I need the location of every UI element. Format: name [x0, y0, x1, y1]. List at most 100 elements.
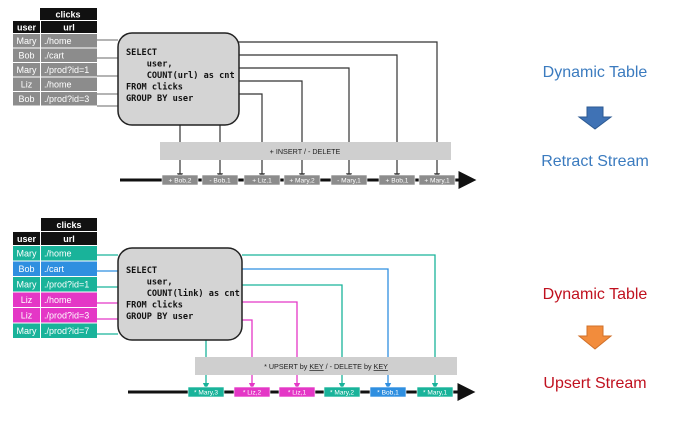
top-down-arrow-icon — [577, 106, 613, 130]
table-row-user-cell — [13, 34, 40, 48]
table-row-url: ./prod?id=1 — [44, 65, 89, 75]
bottom-down-arrow-icon — [577, 325, 613, 350]
top-stream-events: + Bob,2 - Bob,1 + Liz,1 + Mary,2 - Mary,1 + B… — [161, 174, 456, 186]
stream-event-label: * Mary,3 — [194, 389, 218, 396]
top-col-url-bg — [41, 21, 97, 33]
stream-event — [330, 174, 368, 186]
table-row-user: Bob — [18, 94, 34, 104]
stream-event — [201, 174, 239, 186]
bottom-operation-bar — [195, 357, 457, 375]
bottom-section: clicks user url Mary./homeBob./cartMary.… — [13, 218, 648, 401]
stream-event-label: + Mary,2 — [289, 177, 315, 184]
bottom-op-part-1: * UPSERT by — [264, 362, 309, 371]
table-row-url: ./prod?id=7 — [44, 326, 89, 336]
stream-event-label: * Mary,1 — [423, 389, 447, 396]
table-row-user: Liz — [21, 295, 33, 305]
table-row-url-cell — [41, 77, 97, 91]
bottom-stream-events: * Mary,3 * Liz,2 * Liz,1 * Mary,2 * Bob,1 * M… — [187, 386, 454, 398]
table-row-url: ./prod?id=1 — [44, 280, 89, 290]
stream-event-label: - Bob,1 — [209, 177, 231, 184]
bottom-op-key-2: KEY — [374, 362, 389, 371]
top-side-result: Retract Stream — [541, 153, 649, 170]
table-row-url: ./prod?id=3 — [44, 311, 89, 321]
bottom-operation-label: * UPSERT by KEY / - DELETE by KEY — [264, 362, 388, 371]
top-row-connectors — [97, 39, 118, 107]
stream-event-label: - Mary,1 — [337, 177, 361, 184]
stream-event-label: * Liz,2 — [243, 389, 262, 396]
stream-event-label: + Bob,2 — [169, 177, 192, 184]
bottom-table-title: clicks — [56, 220, 81, 230]
top-section: clicks user url Mary./homeBob./cartMary.… — [13, 8, 649, 189]
bottom-clicks-table: clicks user url Mary./homeBob./cartMary.… — [13, 218, 97, 338]
table-row-user: Mary — [17, 326, 37, 336]
stream-event-label: * Bob,1 — [377, 389, 399, 396]
table-row-user-cell — [13, 308, 40, 323]
stream-event — [187, 386, 225, 398]
bottom-op-part-2: / - DELETE by — [324, 362, 374, 371]
table-row-user: Liz — [21, 79, 33, 89]
table-row-user: Bob — [18, 50, 34, 60]
table-row-user: Mary — [17, 65, 37, 75]
table-row-url: ./home — [44, 79, 72, 89]
table-row-url: ./prod?id=3 — [44, 94, 89, 104]
table-row-user-cell — [13, 261, 40, 276]
bottom-side-title: Dynamic Table — [543, 286, 648, 303]
top-side-title: Dynamic Table — [543, 64, 648, 81]
bottom-query-box — [117, 247, 243, 341]
bottom-col-user-bg — [13, 232, 40, 245]
table-row-url-cell — [41, 277, 97, 292]
query-line: SELECT — [126, 266, 157, 276]
table-row-user-cell — [13, 292, 40, 307]
top-col-user-bg — [13, 21, 40, 33]
table-row-url: ./home — [44, 36, 72, 46]
table-row-user: Mary — [17, 36, 37, 46]
bottom-col-url: url — [63, 234, 75, 244]
top-table-title: clicks — [55, 10, 80, 20]
stream-event-label: + Mary,1 — [424, 177, 450, 184]
table-row-user-cell — [13, 63, 40, 77]
query-line: FROM clicks — [126, 82, 183, 93]
query-line: COUNT(link) as cnt — [126, 288, 240, 299]
table-row-user-cell — [13, 323, 40, 338]
query-line: user, — [126, 278, 173, 288]
table-row-url-cell — [41, 92, 97, 106]
top-table-rows: Mary./homeBob./cartMary./prod?id=1Liz./h… — [13, 34, 97, 106]
table-row-user-cell — [13, 277, 40, 292]
table-row-url-cell — [41, 34, 97, 48]
stream-event — [369, 386, 407, 398]
table-row-url: ./cart — [44, 264, 65, 274]
query-line: GROUP BY user — [126, 312, 193, 322]
table-row-user-cell — [13, 48, 40, 62]
top-operation-bar — [160, 142, 451, 160]
stream-event — [161, 174, 199, 186]
stream-event — [418, 174, 456, 186]
bottom-side-result: Upsert Stream — [543, 375, 646, 392]
top-query-box — [117, 32, 240, 126]
query-line: user, — [126, 60, 173, 70]
top-col-url: url — [63, 23, 75, 33]
bottom-op-key-1: KEY — [309, 362, 324, 371]
table-row-url: ./cart — [44, 50, 65, 60]
stream-event — [283, 174, 321, 186]
bottom-table-title-bg — [41, 218, 97, 231]
table-row-url-cell — [41, 246, 97, 261]
stream-event-label: * Liz,1 — [288, 389, 307, 396]
table-row-url: ./home — [44, 249, 72, 259]
table-row-user: Liz — [21, 311, 33, 321]
bottom-col-url-bg — [41, 232, 97, 245]
stream-event — [378, 174, 416, 186]
query-line: COUNT(url) as cnt — [126, 71, 235, 81]
bottom-row-connectors — [97, 254, 118, 335]
stream-event-label: + Bob,1 — [386, 177, 409, 184]
top-col-user: user — [17, 23, 37, 33]
stream-event — [233, 386, 271, 398]
stream-event-label: * Mary,2 — [330, 389, 354, 396]
table-row-user-cell — [13, 77, 40, 91]
stream-event — [243, 174, 281, 186]
stream-event-label: + Liz,1 — [252, 177, 272, 184]
bottom-table-rows: Mary./homeBob./cartMary./prod?id=1Liz./h… — [13, 246, 97, 338]
table-row-user-cell — [13, 246, 40, 261]
